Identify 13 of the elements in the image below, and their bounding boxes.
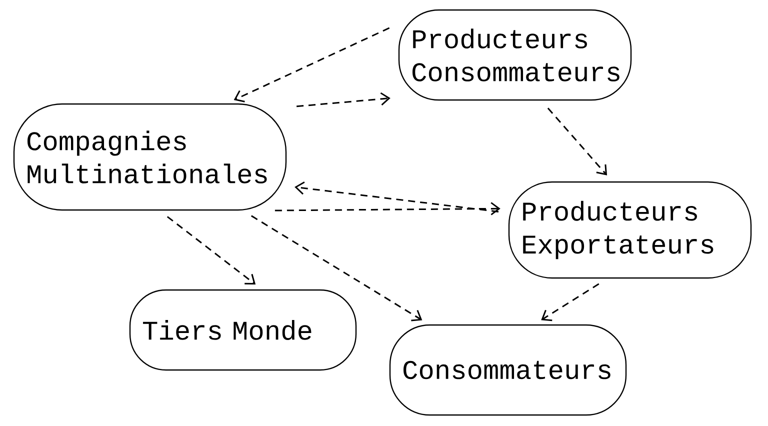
arrow: [166, 216, 256, 285]
arrow: [296, 92, 390, 108]
rounded-box: Consommateurs: [389, 324, 627, 416]
arrow: [294, 182, 499, 212]
arrow: [250, 215, 422, 322]
rounded-box: Tiers Monde: [129, 289, 357, 371]
arrow: [274, 202, 500, 216]
rounded-box: Producteurs Consommateurs: [398, 9, 632, 101]
arrow: [541, 283, 600, 322]
arrow: [547, 108, 608, 176]
rounded-box: Compagnies Multinationales: [13, 103, 287, 211]
arrow: [234, 27, 390, 102]
rounded-box: Producteurs Exportateurs: [508, 181, 752, 279]
